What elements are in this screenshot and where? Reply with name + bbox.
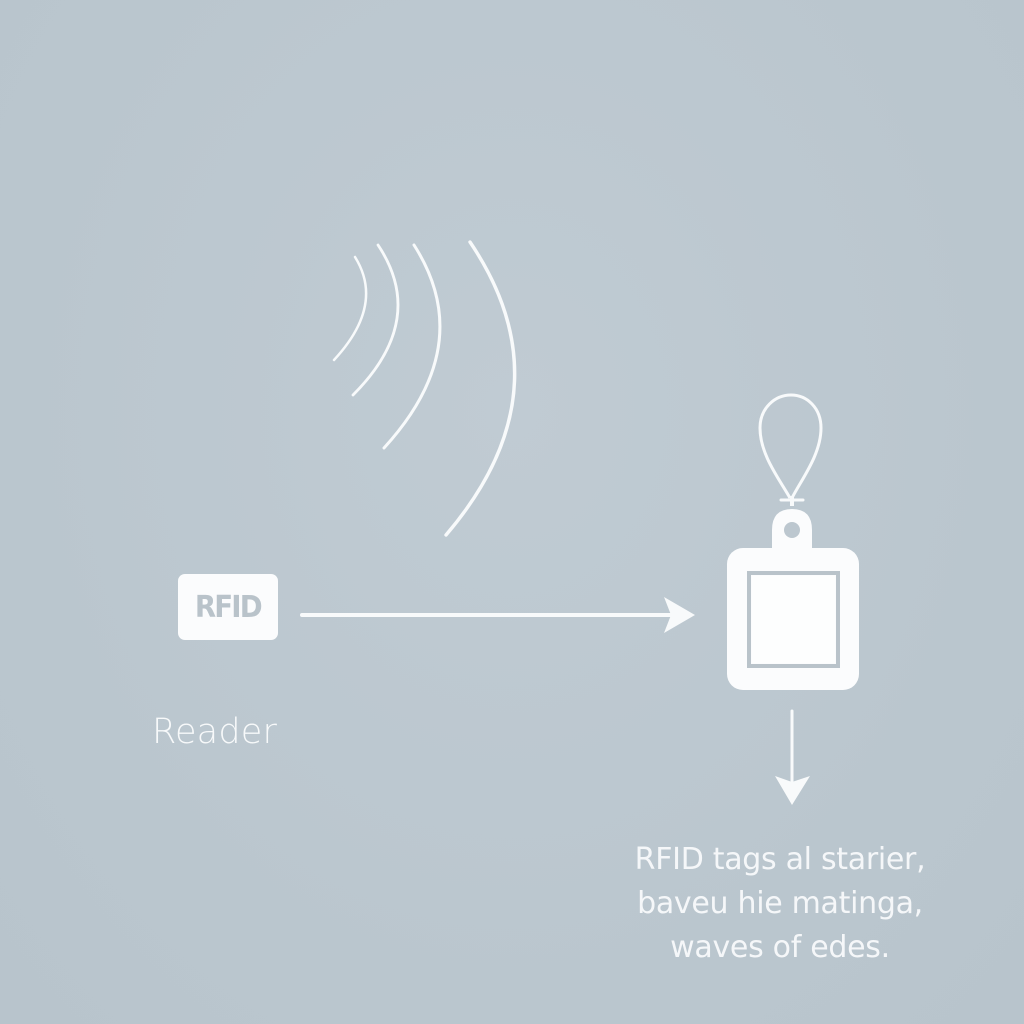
caption-line-2: baveu hie matinga, xyxy=(637,886,923,921)
tag-loop-icon xyxy=(758,393,823,499)
arrow-down-icon xyxy=(775,709,810,805)
reader-badge-text: RFID xyxy=(195,589,263,625)
wave-arc-4 xyxy=(444,240,517,537)
rfid-reader-badge: RFID xyxy=(178,574,278,640)
wave-arc-2 xyxy=(351,243,400,397)
tag-caption: RFID tags al starier, baveu hie matinga,… xyxy=(600,838,960,970)
rfid-key-tag-icon xyxy=(727,393,859,690)
arrow-right-icon xyxy=(300,597,695,633)
caption-line-3: waves of edes. xyxy=(670,930,890,965)
wave-arc-1 xyxy=(332,255,368,362)
caption-line-1: RFID tags al starier, xyxy=(634,842,926,877)
radio-waves-icon xyxy=(332,240,517,537)
reader-label: Reader xyxy=(152,712,278,752)
wave-arc-3 xyxy=(382,243,442,450)
